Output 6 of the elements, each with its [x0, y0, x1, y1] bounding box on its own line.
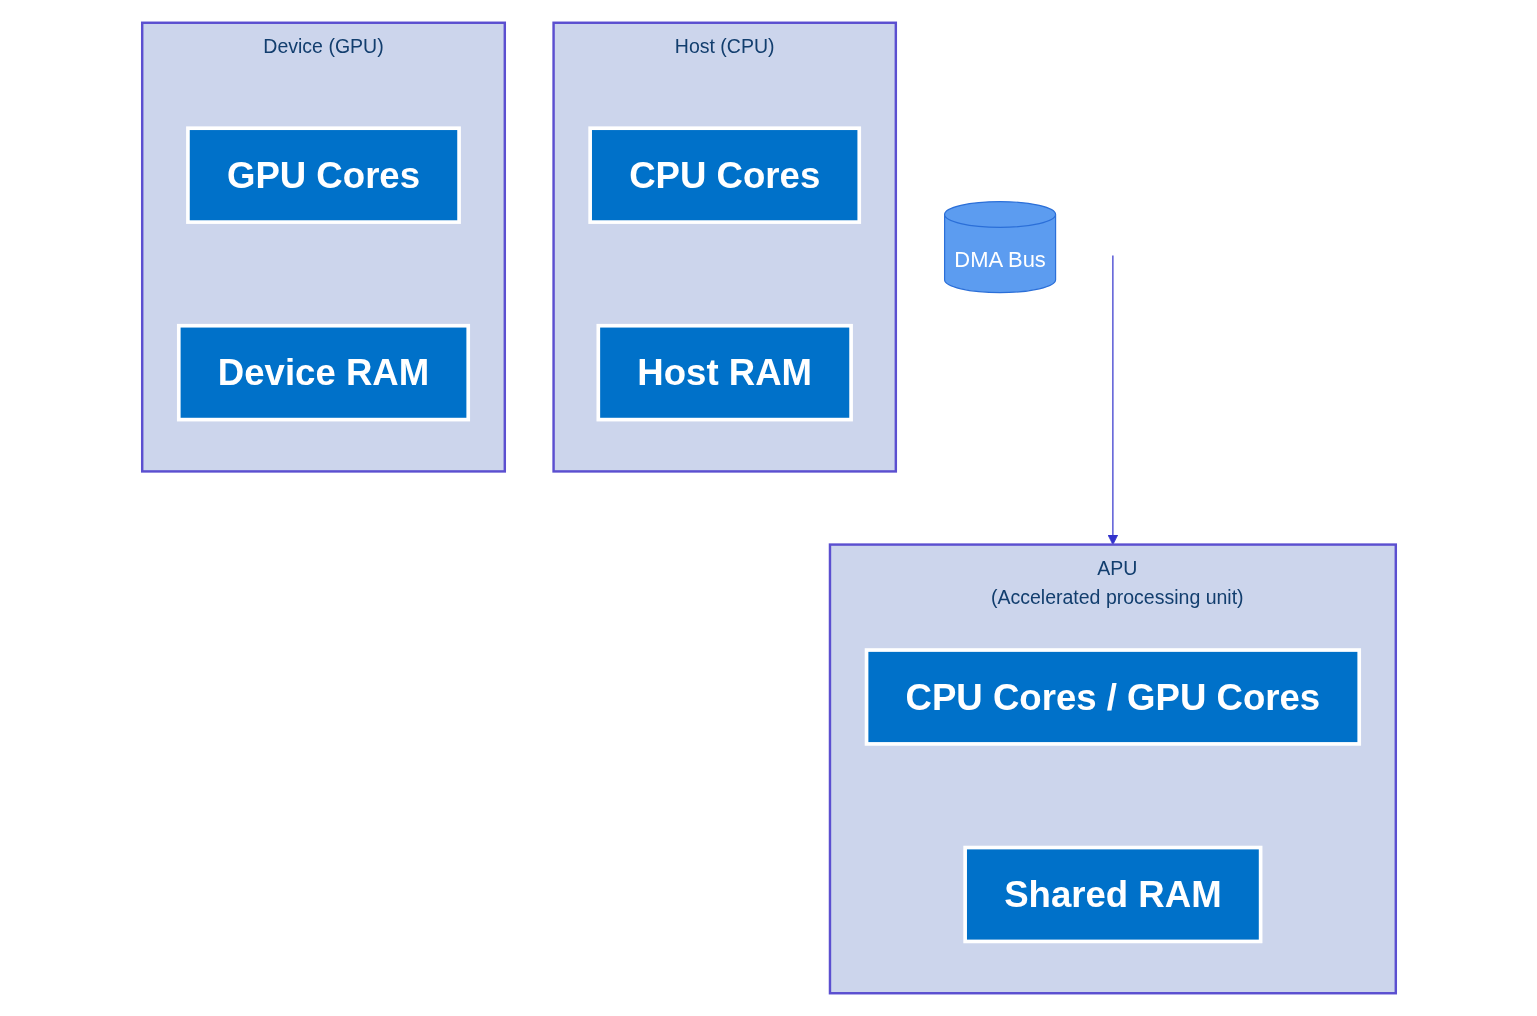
node-box: Device RAM: [176, 323, 470, 422]
node-box: Host RAM: [595, 323, 853, 422]
node-box: CPU Cores: [587, 126, 861, 224]
node-box: GPU Cores: [185, 126, 461, 224]
node-box: CPU Cores / GPU Cores: [864, 648, 1361, 746]
node-box: Shared RAM: [962, 845, 1262, 944]
